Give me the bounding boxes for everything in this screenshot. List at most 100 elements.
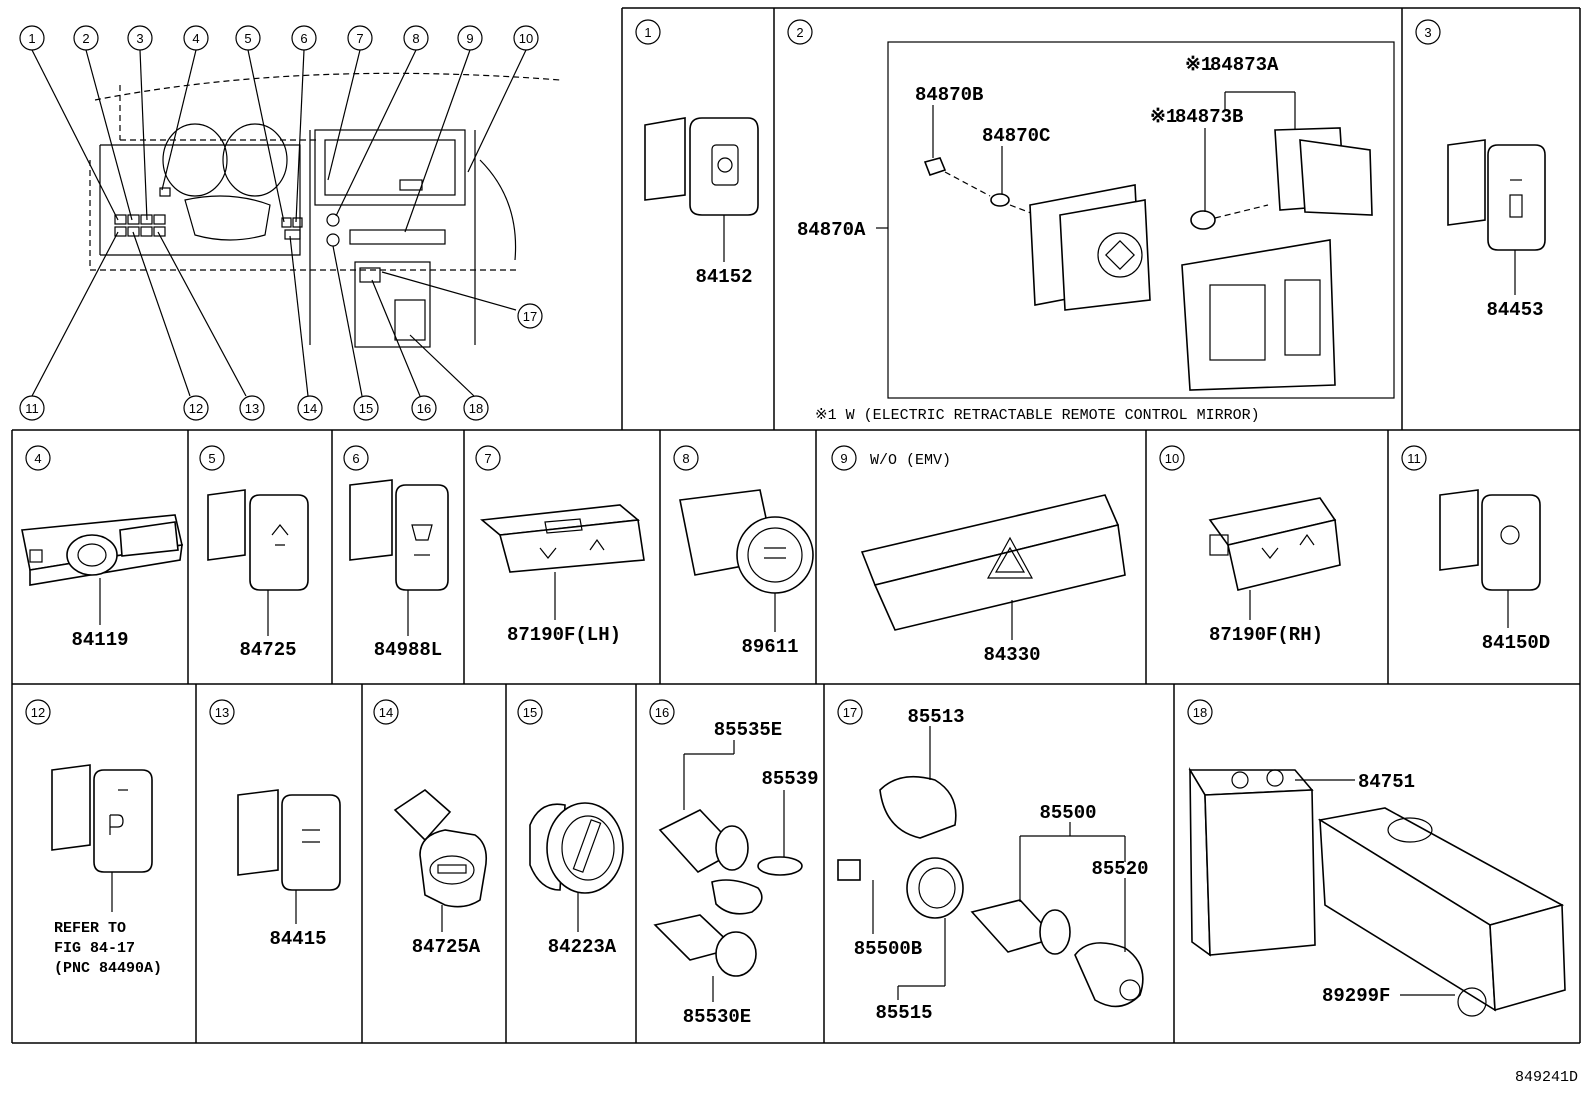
- cell-6: 6 84988L: [343, 445, 449, 661]
- switch-84725A-drawing: [393, 788, 488, 908]
- cell-6-number: 6: [343, 445, 369, 471]
- svg-text:10: 10: [1165, 451, 1179, 466]
- cell-15: 15 84223A: [517, 699, 624, 958]
- overview-callout-17: 17: [517, 303, 543, 329]
- cell-18-number: 18: [1187, 699, 1213, 725]
- mirror-footnote: ※1 W (ELECTRIC RETRACTABLE REMOTE CONTRO…: [815, 407, 1260, 424]
- switch-84152-drawing: [644, 117, 759, 216]
- cell-13-number: 13: [209, 699, 235, 725]
- cell-4: 4 84119: [21, 445, 183, 651]
- svg-text:18: 18: [1193, 705, 1207, 720]
- cell-12: 12 REFER TO FIG 84-17 (PNC 84490A): [25, 699, 162, 977]
- cell-11-number: 11: [1401, 445, 1427, 471]
- overview-callout-10: 10: [513, 25, 539, 51]
- cell-3: 3 84453: [1415, 19, 1546, 321]
- part-84223A: 84223A: [548, 936, 617, 958]
- overview-callout-13: 13: [239, 395, 265, 421]
- overview-callout-14: 14: [297, 395, 323, 421]
- part-84870C: 84870C: [982, 125, 1050, 147]
- dashboard-overview: [31, 49, 561, 397]
- overview-callout-16: 16: [411, 395, 437, 421]
- svg-text:17: 17: [523, 309, 537, 324]
- hazard-switch-84330-drawing: [860, 494, 1126, 631]
- console-switch-drawing: [1188, 767, 1566, 1017]
- overview-callout-3: 3: [127, 25, 153, 51]
- part-85539: 85539: [761, 768, 818, 790]
- cell-5: 5 84725: [199, 445, 309, 661]
- svg-text:8: 8: [682, 451, 689, 466]
- svg-text:12: 12: [31, 705, 45, 720]
- part-84751: 84751: [1358, 771, 1415, 793]
- part-84453: 84453: [1486, 299, 1543, 321]
- part-85515: 85515: [875, 1002, 932, 1024]
- cell-2: 2 ※1 84873A 84870B ※1 84873B: [787, 19, 1395, 424]
- switch-84453-drawing: [1447, 139, 1546, 251]
- svg-text:7: 7: [356, 31, 363, 46]
- switch-84150D-drawing: [1439, 489, 1541, 591]
- cell-16-number: 16: [649, 699, 675, 725]
- overview-callout-5: 5: [235, 25, 261, 51]
- part-89299F: 89299F: [1322, 985, 1390, 1007]
- assembly-frame: [887, 41, 1395, 399]
- park-assist-switch-drawing: [51, 764, 153, 873]
- part-84870A: 84870A: [797, 219, 866, 241]
- svg-text:3: 3: [136, 31, 143, 46]
- svg-text:15: 15: [523, 705, 537, 720]
- cell-10: 10 87190F(RH): [1159, 445, 1341, 646]
- part-84150D: 84150D: [1482, 632, 1550, 654]
- svg-text:6: 6: [300, 31, 307, 46]
- overview-callout-1: 1: [19, 25, 45, 51]
- cell-2-number: 2: [787, 19, 813, 45]
- part-84415: 84415: [269, 928, 326, 950]
- svg-text:9: 9: [466, 31, 473, 46]
- switch-84988L-drawing: [349, 479, 449, 591]
- cell-1-number: 1: [635, 19, 661, 45]
- svg-text:4: 4: [192, 31, 199, 46]
- condition-note: W/O (EMV): [870, 452, 951, 469]
- svg-text:8: 8: [412, 31, 419, 46]
- svg-text:3: 3: [1424, 25, 1431, 40]
- part-84725A: 84725A: [412, 936, 481, 958]
- cell-3-number: 3: [1415, 19, 1441, 45]
- switch-84223A-drawing: [529, 802, 624, 894]
- cell-18: 18 84751 89299F: [1187, 699, 1566, 1017]
- switch-84725-drawing: [207, 489, 309, 591]
- start-button-89611-drawing: [679, 489, 814, 594]
- overview-callout-2: 2: [73, 25, 99, 51]
- drawing-code: 849241D: [1515, 1069, 1578, 1086]
- svg-text:10: 10: [519, 31, 533, 46]
- overview-callout-9: 9: [457, 25, 483, 51]
- cell-17-number: 17: [837, 699, 863, 725]
- svg-text:14: 14: [379, 705, 393, 720]
- refer-line-3: (PNC 84490A): [54, 960, 162, 977]
- part-87190F-RH: 87190F(RH): [1209, 624, 1323, 646]
- cell-8: 8 89611: [673, 445, 814, 658]
- switch-87190F-RH-drawing: [1208, 497, 1341, 591]
- cigarette-lighter-drawing: [837, 775, 1144, 1008]
- mirror-switch-assembly-drawing: [923, 127, 1373, 391]
- overview-callout-4: 4: [183, 25, 209, 51]
- svg-text:13: 13: [215, 705, 229, 720]
- variant-mark-b: ※1: [1150, 106, 1177, 128]
- power-outlet-drawing: [653, 809, 803, 977]
- cell-14-number: 14: [373, 699, 399, 725]
- cell-17: 17 85513 85500 85520 85500B 85515: [837, 699, 1149, 1024]
- cell-12-number: 12: [25, 699, 51, 725]
- svg-text:2: 2: [796, 25, 803, 40]
- part-84119: 84119: [71, 629, 128, 651]
- part-84725: 84725: [239, 639, 296, 661]
- switch-84119-drawing: [21, 514, 183, 586]
- overview-callout-18: 18: [463, 395, 489, 421]
- svg-text:17: 17: [843, 705, 857, 720]
- part-84870B: 84870B: [915, 84, 983, 106]
- overview-callout-11: 11: [19, 395, 45, 421]
- svg-text:15: 15: [359, 401, 373, 416]
- svg-text:2: 2: [82, 31, 89, 46]
- part-84988L: 84988L: [374, 639, 442, 661]
- cell-8-number: 8: [673, 445, 699, 471]
- part-84873A: 84873A: [1210, 54, 1279, 76]
- part-85513: 85513: [907, 706, 964, 728]
- part-85520: 85520: [1091, 858, 1148, 880]
- svg-text:5: 5: [208, 451, 215, 466]
